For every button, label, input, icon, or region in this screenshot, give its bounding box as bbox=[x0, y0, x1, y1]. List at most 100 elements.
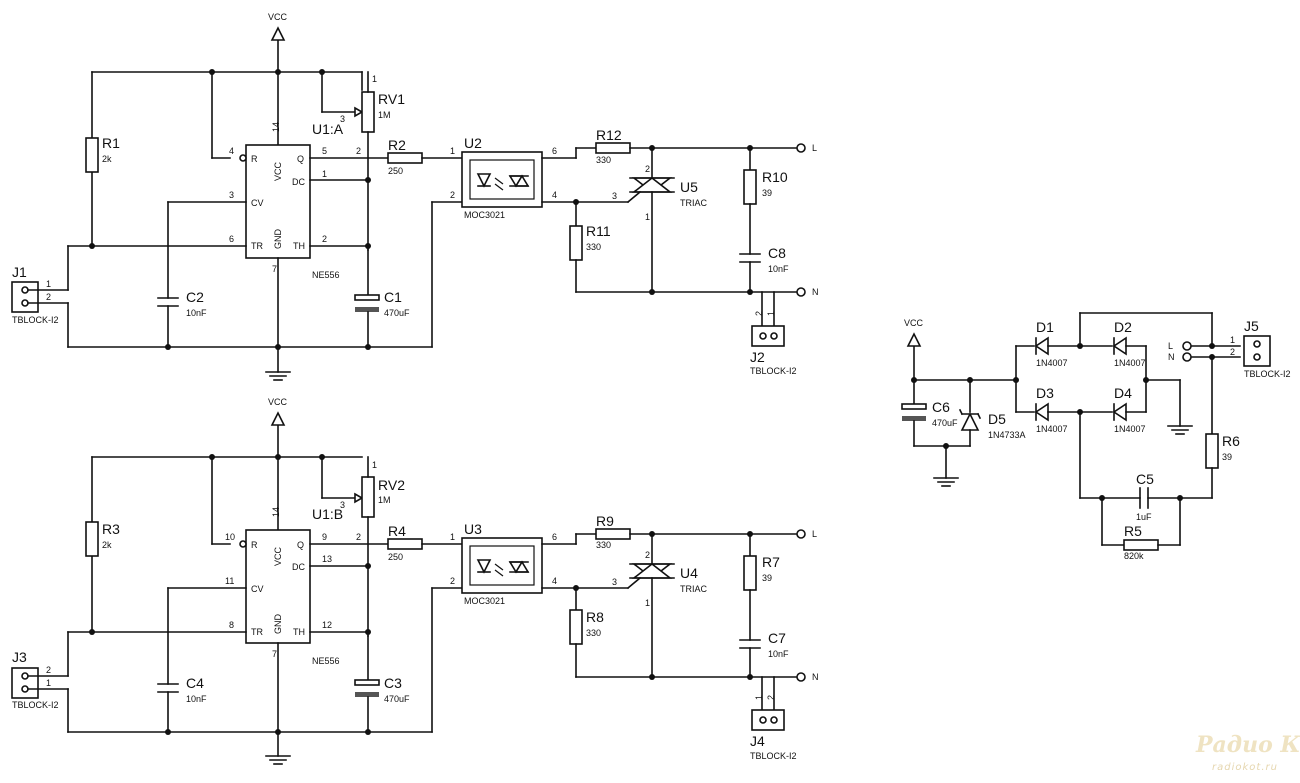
svg-text:470uF: 470uF bbox=[384, 308, 410, 318]
svg-text:CV: CV bbox=[251, 198, 264, 208]
svg-text:10nF: 10nF bbox=[768, 264, 789, 274]
svg-text:10nF: 10nF bbox=[186, 308, 207, 318]
svg-text:3: 3 bbox=[229, 190, 234, 200]
zener-d5: D5 1N4733A bbox=[958, 379, 1026, 447]
svg-text:R6: R6 bbox=[1222, 433, 1240, 449]
svg-text:D5: D5 bbox=[988, 411, 1006, 427]
capacitor-c8: C8 10nF bbox=[739, 245, 789, 293]
diode-d3: D3 1N4007 bbox=[1015, 385, 1081, 434]
svg-text:1: 1 bbox=[754, 695, 764, 700]
svg-text:Q: Q bbox=[297, 540, 304, 550]
svg-text:J3: J3 bbox=[12, 649, 27, 665]
svg-text:U5: U5 bbox=[680, 179, 698, 195]
svg-text:VCC: VCC bbox=[273, 161, 283, 181]
optocoupler-u3: 1 2 6 4 U3 MOC3021 bbox=[450, 521, 557, 606]
svg-text:2: 2 bbox=[450, 576, 455, 586]
svg-text:R12: R12 bbox=[596, 127, 622, 143]
triac-u4: 2 3 1 U4 TRIAC bbox=[575, 533, 708, 678]
connector-j1: 1 2 J1 TBLOCK-I2 bbox=[11, 245, 69, 348]
svg-text:N: N bbox=[812, 672, 819, 682]
svg-text:4: 4 bbox=[552, 576, 557, 586]
svg-text:12: 12 bbox=[322, 620, 332, 630]
svg-text:10nF: 10nF bbox=[186, 694, 207, 704]
triac-u5: 2 3 1 U5 TRIAC bbox=[575, 147, 708, 293]
svg-text:2: 2 bbox=[645, 164, 650, 174]
svg-text:TR: TR bbox=[251, 241, 263, 251]
svg-text:TBLOCK-I2: TBLOCK-I2 bbox=[750, 751, 797, 761]
svg-text:14: 14 bbox=[271, 507, 281, 517]
timer-u1a: R CV TR Q DC TH VCC GND 4 3 6 5 1 2 14 7… bbox=[229, 122, 340, 280]
svg-text:1: 1 bbox=[450, 532, 455, 542]
svg-text:10: 10 bbox=[225, 532, 235, 542]
svg-text:TR: TR bbox=[251, 627, 263, 637]
ground-symbol bbox=[265, 371, 291, 381]
resistor-r1: R1 2k bbox=[85, 135, 120, 173]
svg-text:1N4007: 1N4007 bbox=[1114, 358, 1146, 368]
svg-text:11: 11 bbox=[225, 576, 234, 586]
timer-ref-b: U1:B bbox=[312, 506, 343, 522]
connector-j4: 1 2 J4 TBLOCK-I2 bbox=[750, 676, 797, 761]
svg-text:VCC: VCC bbox=[904, 318, 924, 328]
svg-text:CV: CV bbox=[251, 584, 264, 594]
svg-text:2: 2 bbox=[754, 311, 764, 316]
svg-text:1M: 1M bbox=[378, 110, 391, 120]
svg-text:MOC3021: MOC3021 bbox=[464, 596, 505, 606]
svg-text:3: 3 bbox=[612, 191, 617, 201]
svg-text:J4: J4 bbox=[750, 733, 765, 749]
svg-text:VCC: VCC bbox=[268, 12, 288, 22]
svg-text:1: 1 bbox=[1230, 335, 1235, 345]
svg-text:R9: R9 bbox=[596, 513, 614, 529]
svg-text:4: 4 bbox=[229, 146, 234, 156]
svg-text:N: N bbox=[812, 287, 819, 297]
svg-text:2: 2 bbox=[766, 695, 776, 700]
svg-text:7: 7 bbox=[272, 264, 277, 274]
svg-text:R10: R10 bbox=[762, 169, 788, 185]
vcc-symbol: VCC bbox=[268, 12, 288, 73]
svg-text:R: R bbox=[251, 540, 258, 550]
svg-text:D3: D3 bbox=[1036, 385, 1054, 401]
timer-u1b: R CV TR Q DC TH VCC GND 10 11 8 9 13 12 … bbox=[225, 507, 340, 666]
svg-text:GND: GND bbox=[273, 614, 283, 635]
svg-text:1: 1 bbox=[450, 146, 455, 156]
svg-text:13: 13 bbox=[322, 554, 332, 564]
svg-text:TH: TH bbox=[293, 627, 305, 637]
optocoupler-u2: 1 2 6 4 U2 MOC3021 bbox=[450, 135, 557, 220]
svg-text:R3: R3 bbox=[102, 521, 120, 537]
timer-ref-a: U1:A bbox=[312, 121, 344, 137]
svg-text:VCC: VCC bbox=[268, 397, 288, 407]
diode-d2: D2 1N4007 bbox=[1079, 319, 1147, 368]
svg-text:820k: 820k bbox=[1124, 551, 1144, 561]
svg-text:DC: DC bbox=[292, 562, 305, 572]
svg-text:3: 3 bbox=[340, 114, 345, 124]
svg-text:14: 14 bbox=[271, 122, 281, 132]
power-supply: VCC C6 470uF D5 1N4733A bbox=[901, 312, 1291, 561]
svg-text:9: 9 bbox=[322, 532, 327, 542]
capacitor-c1: C1 470uF bbox=[354, 249, 410, 348]
svg-text:R11: R11 bbox=[586, 223, 611, 239]
svg-text:330: 330 bbox=[586, 628, 601, 638]
resistor-r10: R10 39 bbox=[743, 147, 788, 255]
svg-text:470uF: 470uF bbox=[384, 694, 410, 704]
svg-text:TBLOCK-I2: TBLOCK-I2 bbox=[1244, 369, 1291, 379]
svg-text:5: 5 bbox=[322, 146, 327, 156]
svg-text:1N4733A: 1N4733A bbox=[988, 430, 1026, 440]
connector-j2: 2 1 J2 TBLOCK-I2 bbox=[750, 291, 797, 376]
svg-text:10nF: 10nF bbox=[768, 649, 789, 659]
svg-text:GND: GND bbox=[273, 229, 283, 250]
svg-text:1: 1 bbox=[645, 598, 650, 608]
svg-text:2: 2 bbox=[46, 292, 51, 302]
capacitor-c4: C4 10nF bbox=[157, 675, 207, 733]
resistor-r3: R3 2k bbox=[85, 521, 120, 557]
svg-text:2k: 2k bbox=[102, 540, 112, 550]
svg-text:4: 4 bbox=[552, 190, 557, 200]
svg-text:2: 2 bbox=[450, 190, 455, 200]
svg-text:TBLOCK-I2: TBLOCK-I2 bbox=[750, 366, 797, 376]
resistor-r5: R5 820k bbox=[1101, 497, 1181, 561]
svg-text:7: 7 bbox=[272, 649, 277, 659]
svg-text:NE556: NE556 bbox=[312, 270, 340, 280]
svg-text:3: 3 bbox=[612, 577, 617, 587]
resistor-r11: R11 330 bbox=[569, 201, 611, 293]
svg-text:L: L bbox=[812, 529, 817, 539]
connector-j5: 1 2 J5 TBLOCK-I2 bbox=[1230, 318, 1291, 379]
svg-text:330: 330 bbox=[596, 540, 611, 550]
